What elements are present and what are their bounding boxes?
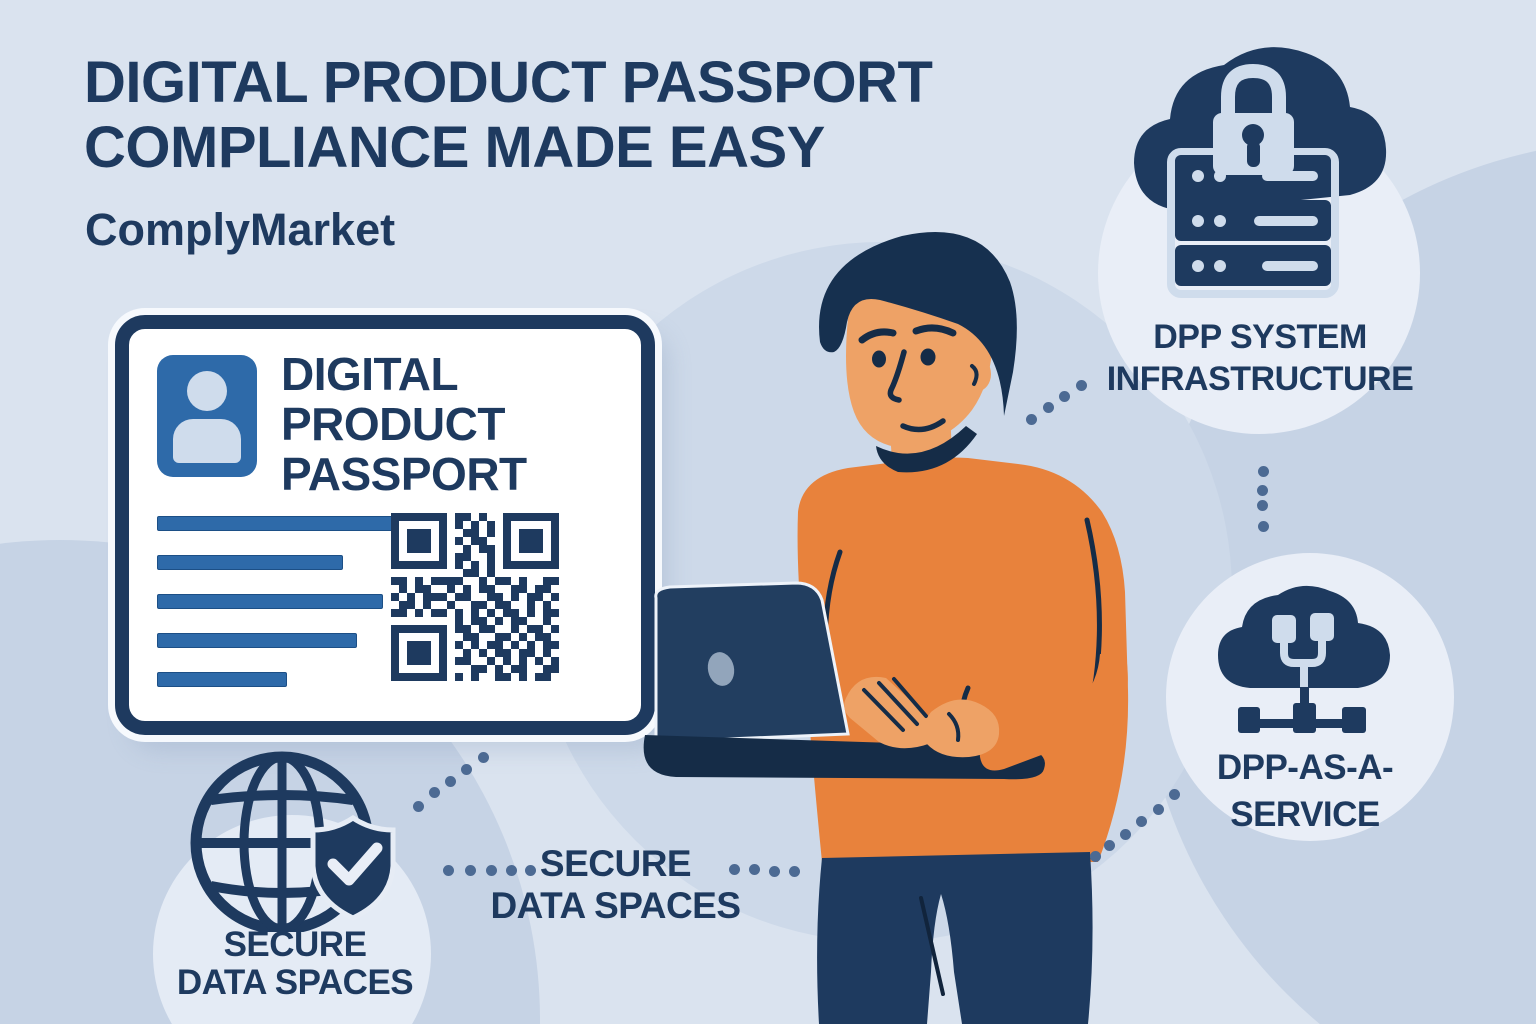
info-line bbox=[157, 555, 343, 570]
finger-lines bbox=[862, 677, 928, 732]
qr-code-icon bbox=[391, 513, 559, 681]
brand-name: ComplyMarket bbox=[85, 204, 396, 255]
pants-seam bbox=[919, 896, 945, 996]
checkmark-icon bbox=[327, 842, 383, 886]
center-secure-data-spaces-label: SECURE DATA SPACES bbox=[490, 843, 741, 926]
sweater bbox=[797, 457, 1129, 862]
card-title-line3: PASSPORT bbox=[281, 448, 527, 500]
laptop-screen bbox=[654, 581, 850, 744]
network-bar bbox=[1238, 687, 1366, 733]
keyhole bbox=[1242, 124, 1264, 146]
cloud-lock-server-icon bbox=[1134, 47, 1387, 298]
page-title-line1: DIGITAL PRODUCT PASSPORT bbox=[84, 50, 933, 115]
person-icon-head bbox=[187, 371, 227, 411]
cloud-shape bbox=[1218, 585, 1390, 688]
eye-right bbox=[920, 348, 936, 366]
eye-left bbox=[872, 350, 886, 368]
forearm-right bbox=[979, 654, 1128, 771]
hand-right bbox=[923, 699, 1000, 758]
thumb-line bbox=[947, 712, 961, 742]
connector-y bbox=[1280, 637, 1326, 691]
person-icon bbox=[157, 355, 257, 477]
card-title-line1: DIGITAL bbox=[281, 348, 459, 400]
page-title-line2: COMPLIANCE MADE EASY bbox=[84, 115, 825, 180]
digital-product-passport-card: DIGITAL PRODUCT PASSPORT bbox=[115, 315, 655, 735]
secure-data-spaces-label: SECURE DATA SPACES bbox=[176, 925, 414, 1002]
laptop-logo bbox=[707, 652, 735, 686]
info-line bbox=[157, 672, 287, 687]
hair bbox=[819, 232, 1017, 416]
card-title: DIGITAL PRODUCT PASSPORT bbox=[281, 349, 561, 499]
collar-shadow bbox=[876, 426, 977, 473]
man-typing-on-laptop-illustration bbox=[643, 232, 1129, 1024]
person-icon-body bbox=[173, 419, 241, 463]
info-lines bbox=[157, 516, 398, 711]
card-title-line2: PRODUCT bbox=[281, 398, 505, 450]
cloud-network-icon bbox=[1218, 585, 1390, 733]
info-line bbox=[157, 633, 357, 648]
service-label: DPP-AS-A- SERVICE bbox=[1216, 748, 1394, 834]
info-line bbox=[157, 516, 398, 531]
info-line bbox=[157, 594, 383, 609]
pants bbox=[817, 852, 1093, 1024]
lock-shackle bbox=[1221, 63, 1286, 119]
infrastructure-label: DPP SYSTEM INFRASTRUCTURE bbox=[1106, 318, 1414, 398]
globe-shield-icon bbox=[190, 751, 396, 932]
ear-line bbox=[970, 364, 979, 386]
face-features bbox=[858, 324, 957, 433]
